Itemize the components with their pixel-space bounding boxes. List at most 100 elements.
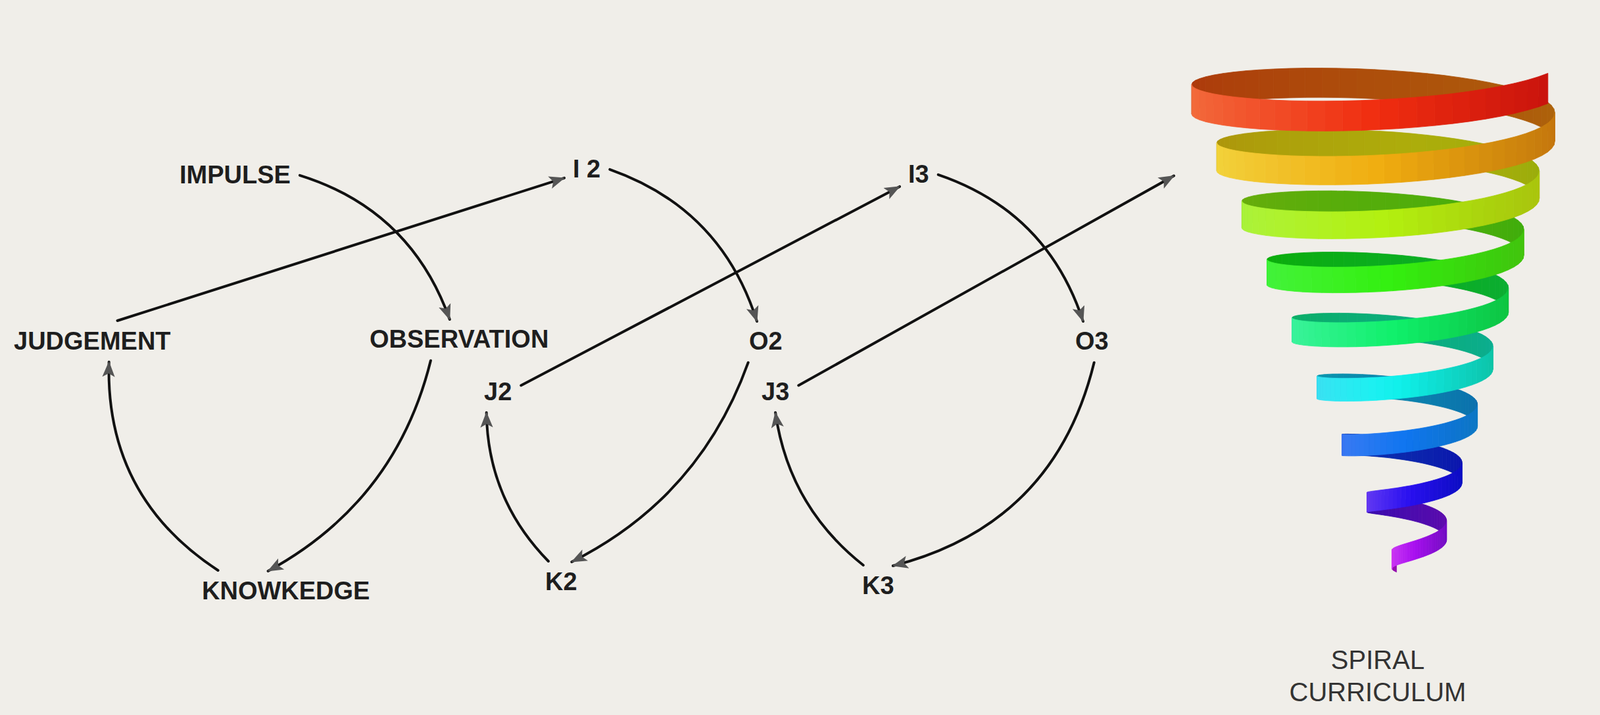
spiral-ribbon (1432, 507, 1435, 529)
spiral-ribbon (1241, 201, 1243, 230)
spiral-ribbon (1345, 211, 1360, 240)
spiral-ribbon (1363, 434, 1370, 456)
spiral-ribbon (1457, 468, 1460, 492)
spiral-ribbon (1286, 265, 1295, 292)
spiral-ribbon (1246, 69, 1260, 100)
spiral-ribbon (1192, 86, 1195, 118)
spiral-ribbon (1481, 355, 1486, 382)
spiral-ribbon (1275, 263, 1282, 291)
spiral-ribbon (1371, 491, 1374, 512)
spiral-ribbon (1388, 209, 1403, 238)
spiral-ribbon (1317, 129, 1334, 158)
stage-label: I 2 (567, 152, 606, 187)
spiral-ribbon (1291, 317, 1293, 343)
figure-caption: SPIRAL CURRICULUM (1269, 644, 1487, 709)
spiral-ribbon (1494, 298, 1500, 326)
spiral-ribbon (1311, 266, 1322, 294)
spiral-ribbon (1412, 428, 1420, 452)
spiral-ribbon (1475, 305, 1483, 333)
spiral-ribbon (1223, 147, 1230, 179)
spiral-ribbon (1368, 377, 1377, 402)
spiral-ribbon (1415, 484, 1420, 506)
spiral-ribbon (1410, 485, 1416, 507)
spiral-ribbon (1460, 416, 1466, 441)
stage-text: I3 (908, 160, 930, 190)
spiral-ribbon (1534, 126, 1543, 160)
spiral-ribbon (1392, 70, 1411, 101)
spiral-ribbon (1451, 366, 1459, 392)
spiral-ribbon (1373, 209, 1389, 239)
spiral-ribbon (1290, 100, 1307, 131)
spiral-ribbon (1415, 539, 1418, 560)
spiral-ribbon (1507, 241, 1514, 271)
spiral-ribbon (1356, 322, 1366, 348)
spiral-ribbon (1473, 409, 1476, 433)
spiral-ribbon (1346, 378, 1354, 402)
spiral-ribbon (1400, 152, 1418, 183)
spiral-ribbon (1494, 274, 1500, 303)
spiral-ribbon (1391, 550, 1393, 570)
spiral-ribbon (1283, 210, 1295, 239)
spiral-ribbon (1513, 238, 1519, 268)
spiral-ribbon (1426, 426, 1433, 450)
spiral-ribbon (1471, 360, 1478, 387)
spiral-ribbon (1446, 449, 1451, 473)
spiral-ribbon (1399, 430, 1407, 454)
stage-label: O3 (1069, 324, 1115, 360)
spiral-ribbon (1425, 535, 1429, 556)
stage-label: O2 (743, 324, 788, 360)
spiral-ribbon (1432, 424, 1439, 448)
spiral-ribbon (1465, 253, 1476, 283)
spiral-ribbon (1374, 433, 1381, 456)
spiral-ribbon (1410, 373, 1420, 398)
spiral-ribbon (1551, 116, 1554, 150)
spiral-ribbon (1406, 485, 1411, 508)
spiral-ribbon (1493, 246, 1502, 276)
spiral-ribbon (1429, 480, 1434, 503)
stage-label: J2 (478, 375, 517, 410)
spiral-ribbon (1342, 434, 1345, 457)
spiral-ribbon (1471, 197, 1484, 228)
spiral-ribbon (1492, 139, 1505, 171)
spiral-ribbon (1401, 486, 1407, 508)
spiral-ribbon (1213, 94, 1223, 126)
spiral-ribbon (1233, 96, 1247, 128)
spiral-ribbon (1266, 259, 1268, 287)
spiral-ribbon (1446, 474, 1450, 497)
spiral-ribbon (1343, 266, 1356, 293)
spiral-ribbon (1273, 68, 1289, 99)
stage-label: K2 (539, 565, 583, 600)
stage-text: J3 (761, 378, 790, 408)
spiral-ribbon (1455, 418, 1460, 443)
spiral-ribbon (1344, 434, 1347, 457)
spiral-ribbon (1392, 487, 1398, 510)
spiral-ribbon (1483, 195, 1495, 227)
spiral-ribbon (1317, 376, 1319, 400)
spiral-ribbon (1384, 376, 1393, 400)
spiral-ribbon (1321, 68, 1339, 98)
spiral-ribbon (1342, 100, 1362, 131)
spiral-ribbon (1430, 259, 1443, 288)
spiral-ribbon (1376, 376, 1385, 401)
spiral-ribbon (1465, 362, 1472, 388)
spiral-ribbon (1265, 154, 1278, 185)
spiral-ribbon (1436, 531, 1439, 552)
stage-text: I 2 (572, 155, 601, 185)
spiral-ribbon (1469, 88, 1486, 122)
spiral-ribbon (1500, 83, 1515, 117)
spiral-ribbon (1411, 541, 1415, 561)
spiral-ribbon (1458, 310, 1468, 337)
spiral-ribbon (1360, 378, 1369, 402)
spiral-ribbon (1353, 378, 1361, 402)
spiral-ribbon (1252, 206, 1259, 235)
spiral-ribbon (1467, 307, 1476, 335)
curved-arrow (571, 363, 748, 563)
spiral-ribbon (1448, 312, 1458, 339)
spiral-ribbon (1433, 149, 1450, 180)
spiral-ribbon (1450, 451, 1454, 474)
stage-text: K3 (862, 572, 895, 602)
spiral-ribbon (1384, 153, 1401, 184)
stage-text: OBSERVATION (369, 325, 549, 355)
spiral-ribbon (1518, 235, 1522, 265)
